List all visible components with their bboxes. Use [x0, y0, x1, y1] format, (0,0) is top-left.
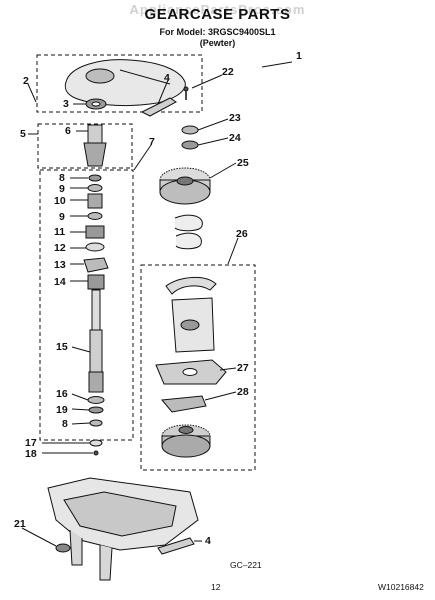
callout-27: 27: [237, 362, 249, 374]
part-10-spring: [87, 193, 103, 209]
part-14-block: [87, 274, 105, 290]
cover-rib: [119, 69, 171, 85]
model-line: For Model: 3RGSC9400SL1: [159, 27, 276, 37]
callout-19: 19: [56, 404, 68, 416]
part-9-washer: [87, 184, 103, 192]
leader-4a: [157, 79, 169, 105]
group-box-7: [39, 169, 134, 441]
part-26-hub: [180, 319, 200, 331]
part-12-ring: [85, 242, 105, 252]
part-19-washer: [88, 406, 104, 414]
callout-26: 26: [236, 228, 248, 240]
leader-28: [204, 391, 237, 401]
gearcase-base-inner: [63, 491, 177, 537]
part-27-hole: [182, 368, 198, 376]
part-21-plug: [55, 543, 71, 553]
part-15-shaft-upper: [91, 289, 101, 331]
leader-25: [209, 162, 237, 179]
part-4-bottom: [157, 537, 195, 555]
part-8-washer: [88, 174, 102, 182]
callout-16: 16: [56, 388, 68, 400]
part-9b-washer: [87, 212, 103, 220]
callout-18: 18: [25, 448, 37, 460]
group-box-26: [140, 264, 256, 471]
part-16-washer: [87, 396, 105, 404]
figure-code: GC–221: [230, 560, 262, 570]
part-28-cam: [161, 395, 207, 413]
callout-6: 6: [65, 125, 71, 137]
leader-7: [133, 144, 152, 171]
finish-line: (Pewter): [199, 38, 236, 48]
part-13-clip: [83, 257, 109, 273]
part-8b-washer: [89, 419, 103, 427]
callout-8-upper: 8: [59, 172, 65, 184]
part-24-washer: [181, 140, 199, 150]
bottom-gear-hub: [178, 426, 194, 434]
gearcase-base-leg-front: [99, 545, 113, 581]
leader-2: [27, 83, 37, 103]
callout-9-lower: 9: [59, 211, 65, 223]
callout-15: 15: [56, 341, 68, 353]
leader-24: [197, 137, 229, 146]
part-5-pinion: [83, 142, 107, 167]
callout-13: 13: [54, 259, 66, 271]
callout-24: 24: [229, 132, 241, 144]
cover-boss: [85, 68, 115, 84]
part-25-hub: [176, 176, 194, 186]
part-26-arc: [165, 277, 217, 295]
callout-10: 10: [54, 195, 66, 207]
callout-8-lower: 8: [62, 418, 68, 430]
callout-23: 23: [229, 112, 241, 124]
bottom-gear-underside: [161, 434, 211, 458]
callout-25: 25: [237, 157, 249, 169]
callout-7: 7: [149, 136, 155, 148]
part-18-ball: [93, 450, 99, 456]
part-22-head: [183, 86, 189, 92]
callout-2: 2: [23, 75, 29, 87]
part-15-spline: [88, 371, 104, 393]
callout-1: 1: [296, 50, 302, 62]
page-title: GEARCASE PARTS: [144, 6, 291, 23]
group-box-5: [37, 123, 133, 169]
page-number: 12: [211, 582, 221, 592]
leader-23: [197, 118, 229, 131]
callout-12: 12: [54, 242, 66, 254]
part-17-washer: [89, 439, 103, 447]
leader-15: [71, 346, 91, 353]
part-11-gear: [85, 225, 105, 239]
callout-22: 22: [222, 66, 234, 78]
leader-16: [71, 393, 89, 401]
gearcase-base-leg-left: [69, 529, 83, 566]
callout-4-bottom: 4: [205, 535, 211, 547]
leader-8b: [71, 422, 91, 425]
callout-17: 17: [25, 437, 37, 449]
callout-5: 5: [20, 128, 26, 140]
doc-number: W10216842: [378, 582, 424, 592]
callout-11: 11: [54, 226, 66, 238]
part-3-seal-hole: [91, 101, 101, 107]
leader-26: [227, 237, 239, 265]
part-23-washer: [181, 125, 199, 135]
callout-14: 14: [54, 276, 66, 288]
spring-clip-lower: [175, 232, 202, 250]
leader-27: [219, 367, 237, 371]
callout-4-top: 4: [164, 72, 170, 84]
callout-21: 21: [14, 518, 26, 530]
group-box-cover: [36, 54, 203, 113]
leader-19: [71, 408, 90, 411]
callout-28: 28: [237, 386, 249, 398]
callout-3: 3: [63, 98, 69, 110]
leader-21: [21, 527, 57, 547]
watermark: AppliancePartsPros.com: [129, 2, 306, 17]
leader-22: [191, 74, 223, 89]
spring-clip-upper: [174, 214, 203, 232]
leader-1: [261, 61, 293, 68]
callout-9-upper: 9: [59, 183, 65, 195]
part-4-top: [140, 97, 177, 117]
part-6-bushing: [87, 124, 103, 144]
